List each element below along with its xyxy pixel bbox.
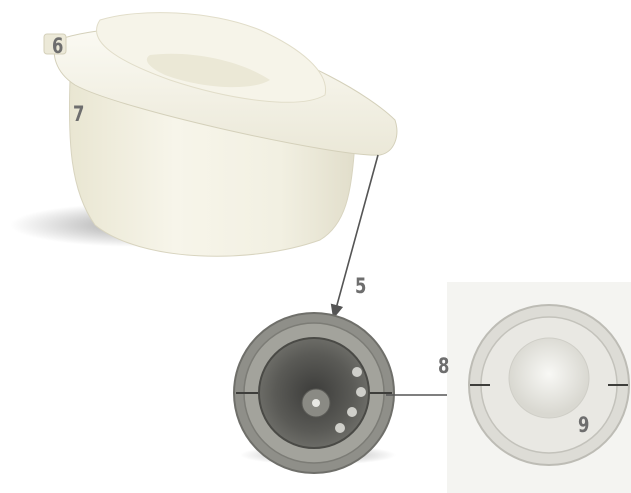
callout-9: 9	[578, 415, 589, 436]
gray-disc-hole	[335, 423, 345, 433]
callout-5: 5	[355, 276, 366, 297]
light-disc-center	[509, 338, 589, 418]
cup-assembly	[10, 13, 397, 257]
gray-disc-hole	[347, 407, 357, 417]
gray-disc-hub-hole	[312, 399, 320, 407]
callout-6: 6	[52, 36, 63, 57]
gray-disc-hole	[352, 367, 362, 377]
gray-disc-hole	[356, 387, 366, 397]
light-disc	[447, 282, 631, 493]
callout-8: 8	[438, 356, 449, 377]
gray-disc	[234, 313, 396, 473]
callout-7: 7	[73, 104, 84, 125]
